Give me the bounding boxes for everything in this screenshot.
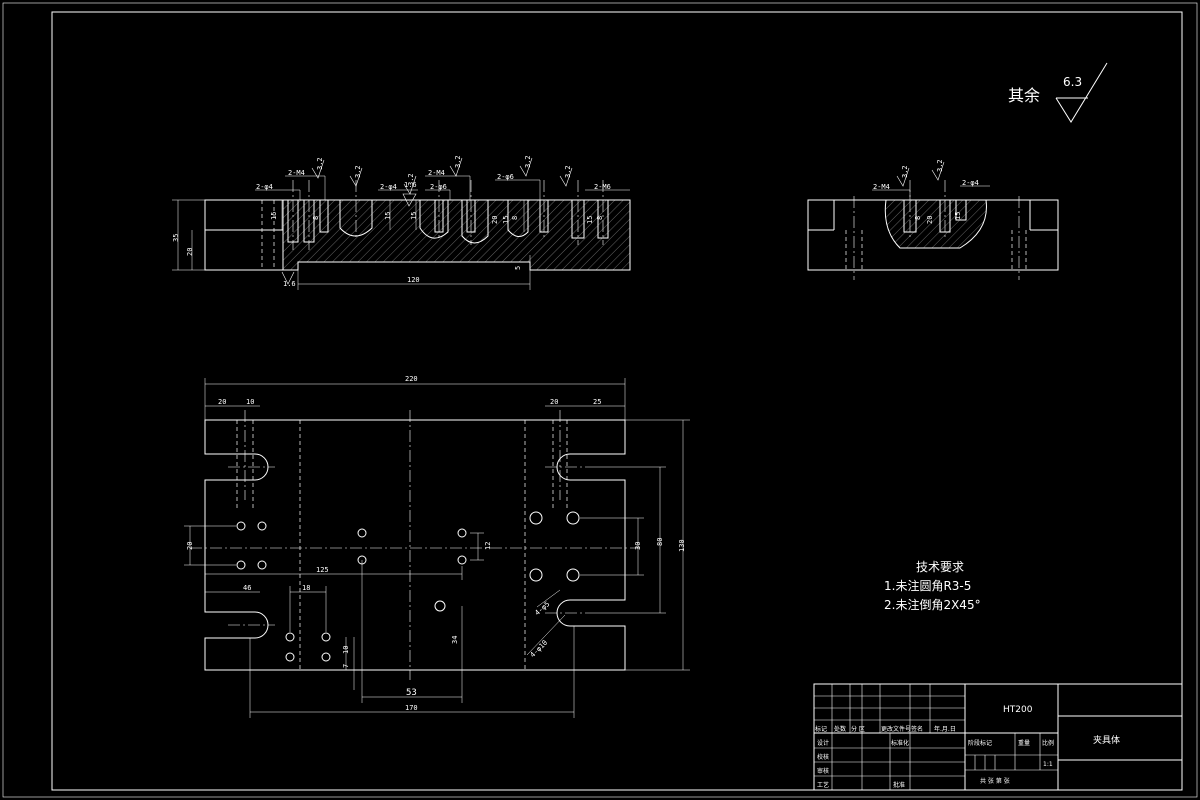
callout-l1: 2-φ4 <box>256 183 273 191</box>
dim-l35: 35 <box>172 234 180 242</box>
tb-review: 审核 <box>817 767 829 775</box>
dim-p7: 7 <box>342 664 350 668</box>
dim-l15e: 15 <box>586 216 594 224</box>
rough-l7: 1.6 <box>404 181 417 189</box>
technical-requirements: 技术要求 1.未注圆角R3-5 2.未注倒角2X45° <box>884 560 981 612</box>
dim-l5: 5 <box>514 266 522 270</box>
dim-l15d: 15 <box>502 216 510 224</box>
dim-r15: 15 <box>954 212 962 220</box>
dim-p20b: 20 <box>550 398 558 406</box>
plan-view: 220 20 10 20 25 130 80 30 20 12 125 46 1… <box>184 375 690 718</box>
rough-l1: 3.2 <box>316 157 324 170</box>
tb-stage: 阶段标记 <box>968 739 992 747</box>
dim-p20c: 20 <box>186 542 194 550</box>
tb-sheets: 共 张 第 张 <box>980 777 1010 785</box>
title-part-name: 夹具体 <box>1093 734 1120 746</box>
tb-scale-label: 比例 <box>1042 739 1054 747</box>
callout-l2: 2-M4 <box>288 169 305 177</box>
callout-l6: 2-φ6 <box>497 173 514 181</box>
rough-l8: 1.6 <box>283 280 296 288</box>
dim-p10b: 10 <box>342 646 350 654</box>
dim-l15a: 15 <box>270 212 278 220</box>
callout-p1: 4-φ5 <box>533 600 551 617</box>
tb-mark: 标记 <box>815 725 827 733</box>
dim-p125: 125 <box>316 566 329 574</box>
dim-r8: 8 <box>914 216 922 220</box>
rough-l6: 3.2 <box>407 173 415 186</box>
rough-r2: 3.2 <box>936 159 944 172</box>
dim-l8b: 8 <box>511 216 519 220</box>
title-block: HT200 夹具体 1:1 标记 处数 分 区 更改文件号 签名 年.月.日 设… <box>813 683 1183 791</box>
section-view-left: 2-φ4 2-M4 2-φ4 2-φ6 2-M4 2-φ6 2-M6 3.2 3… <box>172 155 631 290</box>
dim-l8a: 8 <box>312 216 320 220</box>
title-scale: 1:1 <box>1043 761 1053 768</box>
rough-l4: 3.2 <box>524 155 532 168</box>
tb-count: 处数 <box>834 725 846 733</box>
inner-frame <box>51 11 1183 791</box>
dim-p12a: 12 <box>484 542 492 550</box>
dim-p18: 18 <box>302 584 310 592</box>
dim-l15c: 15 <box>410 212 418 220</box>
callout-r2: 2-φ4 <box>962 179 979 187</box>
dim-p53: 53 <box>406 688 417 698</box>
tb-approve: 批准 <box>893 781 905 789</box>
title-material: HT200 <box>1003 705 1033 715</box>
dim-p20a: 20 <box>218 398 226 406</box>
dim-l8c: 8 <box>596 216 604 220</box>
tb-sign: 签名 <box>911 725 923 733</box>
callout-l4: 2-φ6 <box>430 183 447 191</box>
rough-l2: 3.2 <box>354 165 362 178</box>
tb-std: 标准化 <box>891 739 909 747</box>
roughness-label: 其余 <box>1008 86 1040 105</box>
dim-p80: 80 <box>656 538 664 546</box>
tb-weight: 重量 <box>1018 739 1030 747</box>
dim-p130: 130 <box>678 539 686 552</box>
tb-docno: 更改文件号 <box>881 725 911 733</box>
rough-r1: 3.2 <box>901 165 909 178</box>
tb-check: 校核 <box>817 753 829 761</box>
dim-l15b: 15 <box>384 212 392 220</box>
tb-process: 工艺 <box>817 781 829 789</box>
dim-l20b: 20 <box>491 216 499 224</box>
tb-design: 设计 <box>817 739 829 747</box>
rough-l5: 3.2 <box>564 165 572 178</box>
dim-p46: 46 <box>243 584 251 592</box>
tech-req-item-2: 2.未注倒角2X45° <box>884 597 981 612</box>
callout-l5: 2-M4 <box>428 169 445 177</box>
section-view-right: 2-M4 2-φ4 3.2 3.2 20 15 8 <box>807 159 1059 280</box>
dim-p10a: 10 <box>246 398 254 406</box>
dim-p34: 34 <box>451 636 459 644</box>
tb-date: 年.月.日 <box>934 725 956 733</box>
dim-l20: 20 <box>186 248 194 256</box>
dim-p30: 30 <box>634 542 642 550</box>
rough-l3: 3.2 <box>454 155 462 168</box>
tech-req-heading: 技术要求 <box>916 560 964 574</box>
callout-r1: 2-M4 <box>873 183 890 191</box>
callout-l7: 2-M6 <box>594 183 611 191</box>
roughness-symbol: 其余 6.3 <box>1008 62 1108 123</box>
tech-req-item-1: 1.未注圆角R3-5 <box>884 578 971 593</box>
tb-zone: 分 区 <box>851 725 865 733</box>
dim-r20: 20 <box>926 216 934 224</box>
callout-p2: 4-φ10 <box>529 639 550 660</box>
dim-p220: 220 <box>405 375 418 383</box>
roughness-value: 6.3 <box>1063 75 1082 89</box>
callout-l3: 2-φ4 <box>380 183 397 191</box>
dim-p170: 170 <box>405 704 418 712</box>
dim-p25: 25 <box>593 398 601 406</box>
dim-l120: 120 <box>407 276 420 284</box>
